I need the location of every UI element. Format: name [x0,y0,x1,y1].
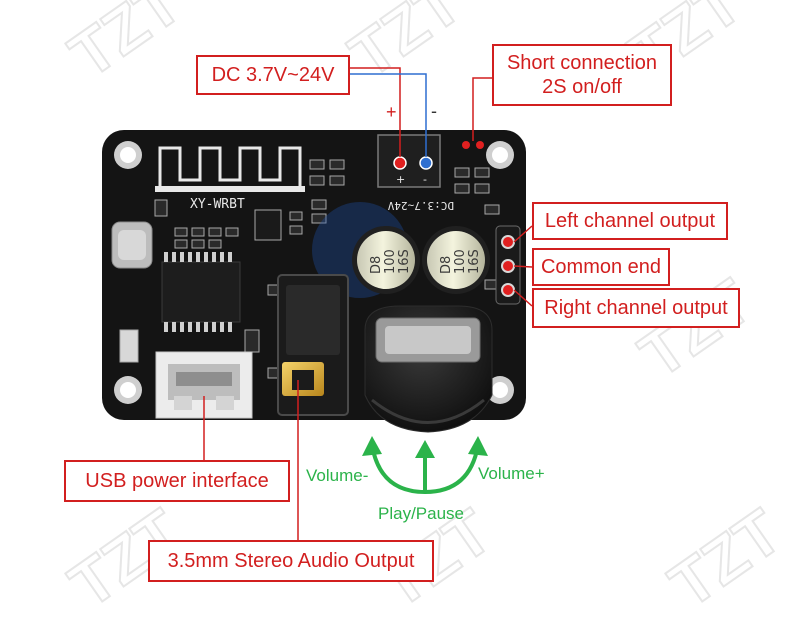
svg-text:100: 100 [453,249,468,274]
right-channel-callout: Right channel output [532,288,740,328]
terminal-minus-silk: - [423,173,427,186]
leader-lines [203,67,533,540]
power-minus-pad [419,156,433,170]
dc-input-callout: DC 3.7V~24V [196,55,350,95]
board-model-label: XY-WRBT [190,197,245,212]
volume-minus-label: Volume- [306,466,369,485]
short-connection-label: Short connection [506,52,658,74]
play-pause-label: Play/Pause [378,504,464,523]
control-arrows [370,443,480,495]
right-channel-label: Right channel output [544,297,728,319]
dc-plus-sign: + [386,102,397,122]
switch-pad [462,141,470,149]
antenna-trace [158,146,302,192]
terminal-plus-silk: + [396,173,405,186]
svg-text:D8: D8 [439,256,454,274]
power-plus-pad [393,156,407,170]
dc-input-label: DC 3.7V~24V [211,64,335,86]
audio-output-callout: 3.5mm Stereo Audio Output [148,540,434,582]
left-channel-callout: Left channel output [532,202,728,240]
switch-pad [476,141,484,149]
common-end-lead [513,265,533,268]
left-channel-label: Left channel output [544,210,716,232]
dc-minus-sign: - [431,101,437,121]
left-channel-lead [513,225,533,243]
output-header [495,225,521,305]
dc-minus-lead [350,73,427,157]
voltage-silk: DC:3.7~24V [387,199,454,212]
main-chip [161,261,241,323]
volume-plus-arrow-icon [468,436,488,456]
mounting-holes [114,141,514,404]
svg-text:16S: 16S [397,249,412,274]
capacitor-right: D8 100 16S [422,226,490,294]
short-connection-callout: Short connection 2S on/off [492,44,672,106]
short-connection-sublabel: 2S on/off [542,76,622,98]
svg-text:100: 100 [383,249,398,274]
volume-plus-label: Volume+ [478,464,545,483]
audio-jack [277,274,349,416]
volume-minus-arrow-icon [362,436,382,456]
usb-power-callout: USB power interface [64,460,290,502]
play-pause-arrow-icon [415,440,435,458]
capacitor-left: D8 100 16S [352,226,420,294]
audio-output-label: 3.5mm Stereo Audio Output [167,550,415,572]
usb-power-label: USB power interface [85,470,269,492]
smd-components [119,159,500,379]
dc-plus-lead [350,67,401,157]
common-end-callout: Common end [532,248,670,286]
switch-lead [472,77,492,141]
svg-text:D8: D8 [369,256,384,274]
rotary-encoder [364,305,493,433]
common-end-label: Common end [540,256,662,278]
right-channel-lead [513,289,533,307]
svg-text:16S: 16S [467,249,482,274]
